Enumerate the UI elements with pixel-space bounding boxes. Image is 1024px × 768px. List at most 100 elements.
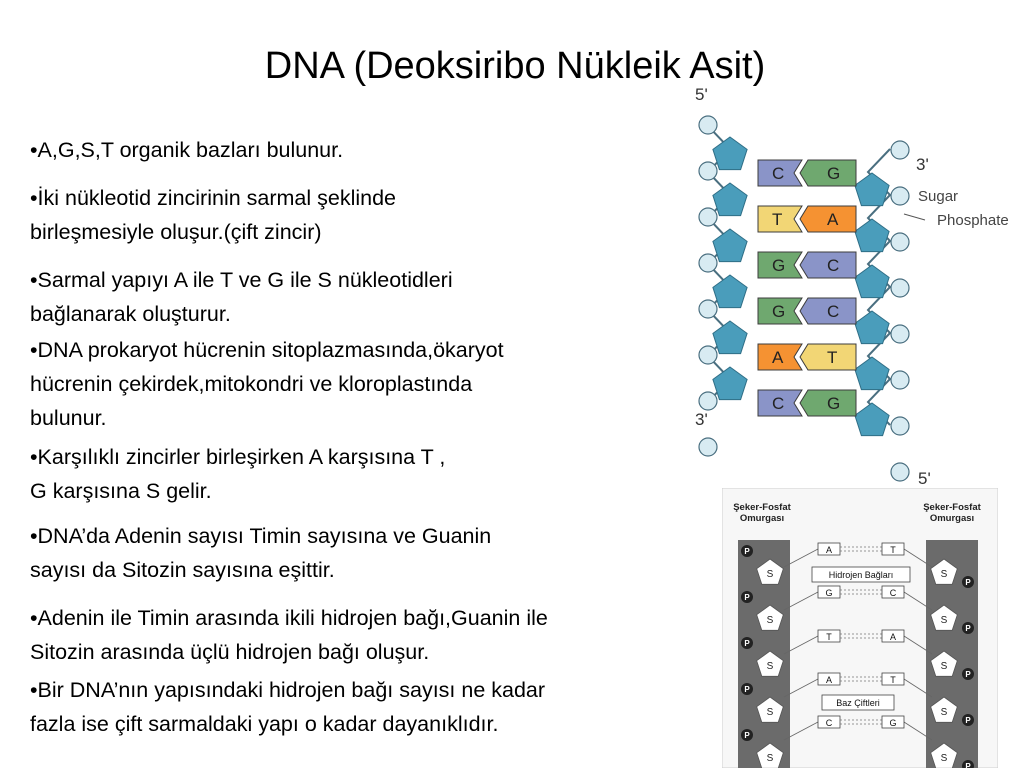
- right-sugar-unit: [930, 696, 958, 723]
- pair-right-base: [881, 629, 905, 643]
- sugar-right: [854, 402, 890, 437]
- right-phosphate-dot: [962, 760, 974, 768]
- pair-left-letter: C: [826, 718, 833, 728]
- slide-title: DNA (Deoksiribo Nükleik Asit): [264, 45, 766, 87]
- pair-left-base: [817, 715, 841, 729]
- base-right: [799, 251, 857, 279]
- right-phosphate-letter: P: [965, 624, 971, 633]
- phosphate-right: [890, 324, 910, 344]
- base-right: [799, 297, 857, 325]
- phosphate-pointer: [903, 213, 926, 221]
- base-left-letter: G: [772, 256, 785, 275]
- right-sugar-unit: [930, 650, 958, 677]
- hydrogen-bonds-box: [811, 566, 911, 583]
- base-right: [799, 389, 857, 417]
- pair-right-letter: G: [889, 718, 896, 728]
- pair-right-letter: C: [890, 588, 897, 598]
- phosphate-left: [698, 345, 718, 365]
- pair-right-base: [881, 542, 905, 556]
- phosphate-right: [890, 416, 910, 436]
- phosphate-right: [890, 370, 910, 390]
- base-left: [757, 389, 803, 417]
- left-sugar-letter: S: [767, 615, 774, 626]
- phosphate-right: [890, 140, 910, 160]
- sugar-right: [854, 310, 890, 345]
- bullet-pairing: •Sarmal yapıyı A ile T ve G ile S nükleo…: [30, 268, 453, 326]
- base-right-letter: G: [827, 164, 840, 183]
- right-phosphate-dot: [962, 576, 974, 588]
- right-phosphate-dot: [962, 714, 974, 726]
- right-sugar-unit: [930, 742, 958, 768]
- base-left-letter: C: [772, 394, 784, 413]
- base-right-letter: C: [827, 256, 839, 275]
- base-left: [757, 343, 803, 371]
- base-left: [757, 159, 803, 187]
- left-phosphate-letter: P: [744, 685, 750, 694]
- left-sugar-unit: [756, 650, 784, 677]
- right-phosphate-dot: [962, 668, 974, 680]
- label-phosphate: Phosphate: [937, 212, 1009, 229]
- left-phosphate-dot: [741, 545, 753, 557]
- left-sugar-letter: S: [767, 707, 774, 718]
- bullet-bases: •A,G,S,T organik bazları bulunur.: [30, 138, 344, 162]
- pair-left-letter: A: [826, 675, 832, 685]
- left-phosphate-dot: [741, 729, 753, 741]
- base-pairs-box: [821, 694, 895, 711]
- phosphate-left: [698, 391, 718, 411]
- left-sugar-unit: [756, 604, 784, 631]
- helix-backbone: [698, 115, 910, 482]
- left-sugar-unit: [756, 742, 784, 768]
- pair-right-base: [881, 672, 905, 686]
- base-pairs-label: Baz Çiftleri: [836, 698, 880, 708]
- left-sugar-unit: [756, 558, 784, 585]
- right-sugar-letter: S: [941, 661, 948, 672]
- label-sugar: Sugar: [918, 188, 958, 205]
- sugar-right: [854, 218, 890, 253]
- bond-link-left: [783, 678, 819, 698]
- base-left: [757, 297, 803, 325]
- left-sugar-unit: [756, 696, 784, 723]
- pair-left-letter: T: [826, 632, 832, 642]
- bond-link-left: [783, 548, 819, 568]
- phosphate-left: [698, 115, 718, 135]
- sugar-left: [712, 366, 748, 401]
- sugar-left: [712, 228, 748, 263]
- pair-left-base: [817, 585, 841, 599]
- base-left-letter: A: [772, 348, 784, 367]
- bond-link-left: [783, 721, 819, 741]
- bond-link-right: [903, 591, 933, 611]
- bond-link-right: [903, 548, 933, 568]
- phosphate-left: [698, 207, 718, 227]
- base-right-letter: A: [827, 210, 839, 229]
- sugar-left: [712, 274, 748, 309]
- bullet-double-strand: •İki nükleotid zincirinin sarmal şeklind…: [30, 186, 397, 244]
- right-phosphate-dot: [962, 622, 974, 634]
- right-sugar-letter: S: [941, 753, 948, 764]
- phosphate-left: [698, 437, 718, 457]
- left-phosphate-letter: P: [744, 731, 750, 740]
- left-sugar-letter: S: [767, 661, 774, 672]
- pair-left-base: [817, 542, 841, 556]
- right-sugar-unit: [930, 604, 958, 631]
- pair-right-base: [881, 715, 905, 729]
- sugar-right: [854, 264, 890, 299]
- bond-link-left: [783, 635, 819, 655]
- pair-left-base: [817, 629, 841, 643]
- bullet-location: •DNA prokaryot hücrenin sitoplazmasında,…: [30, 338, 504, 430]
- label-5-prime-bottom: 5': [918, 469, 931, 488]
- pair-right-base: [881, 585, 905, 599]
- right-backbone-line: [866, 148, 892, 426]
- bond-link-right: [903, 635, 933, 655]
- left-sugar-letter: S: [767, 753, 774, 764]
- left-phosphate-letter: P: [744, 593, 750, 602]
- pair-right-letter: A: [890, 632, 896, 642]
- sugar-left: [712, 320, 748, 355]
- bond-link-right: [903, 721, 933, 741]
